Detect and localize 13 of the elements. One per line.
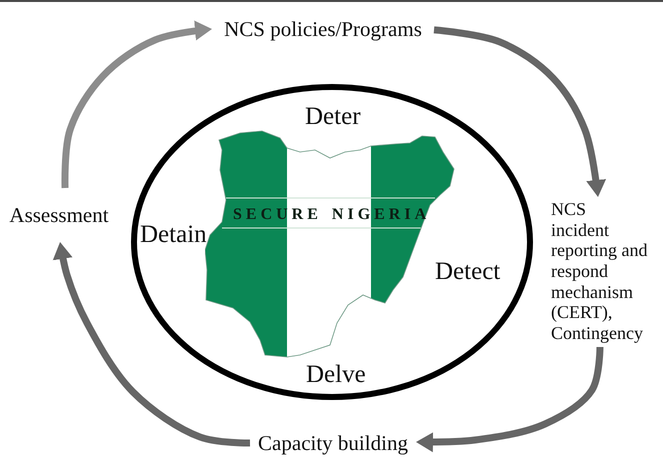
curved-arrow: [416, 346, 604, 452]
step-label: Capacity building: [258, 430, 408, 456]
curved-arrow: [61, 20, 212, 188]
step-label: NCS incident reporting and respond mechanism (CERT), Contingency: [551, 199, 648, 344]
ellipse-label: Delve: [306, 362, 366, 387]
curved-arrow: [434, 26, 606, 198]
ellipse-ring: [131, 84, 533, 400]
step-label: NCS policies/Programs: [224, 16, 422, 42]
ellipse-label: Detect: [435, 259, 500, 284]
curved-arrow: [52, 241, 250, 446]
step-label: Assessment: [9, 202, 109, 228]
ellipse-label: Detain: [140, 222, 207, 247]
ellipse-label: Deter: [305, 104, 361, 129]
